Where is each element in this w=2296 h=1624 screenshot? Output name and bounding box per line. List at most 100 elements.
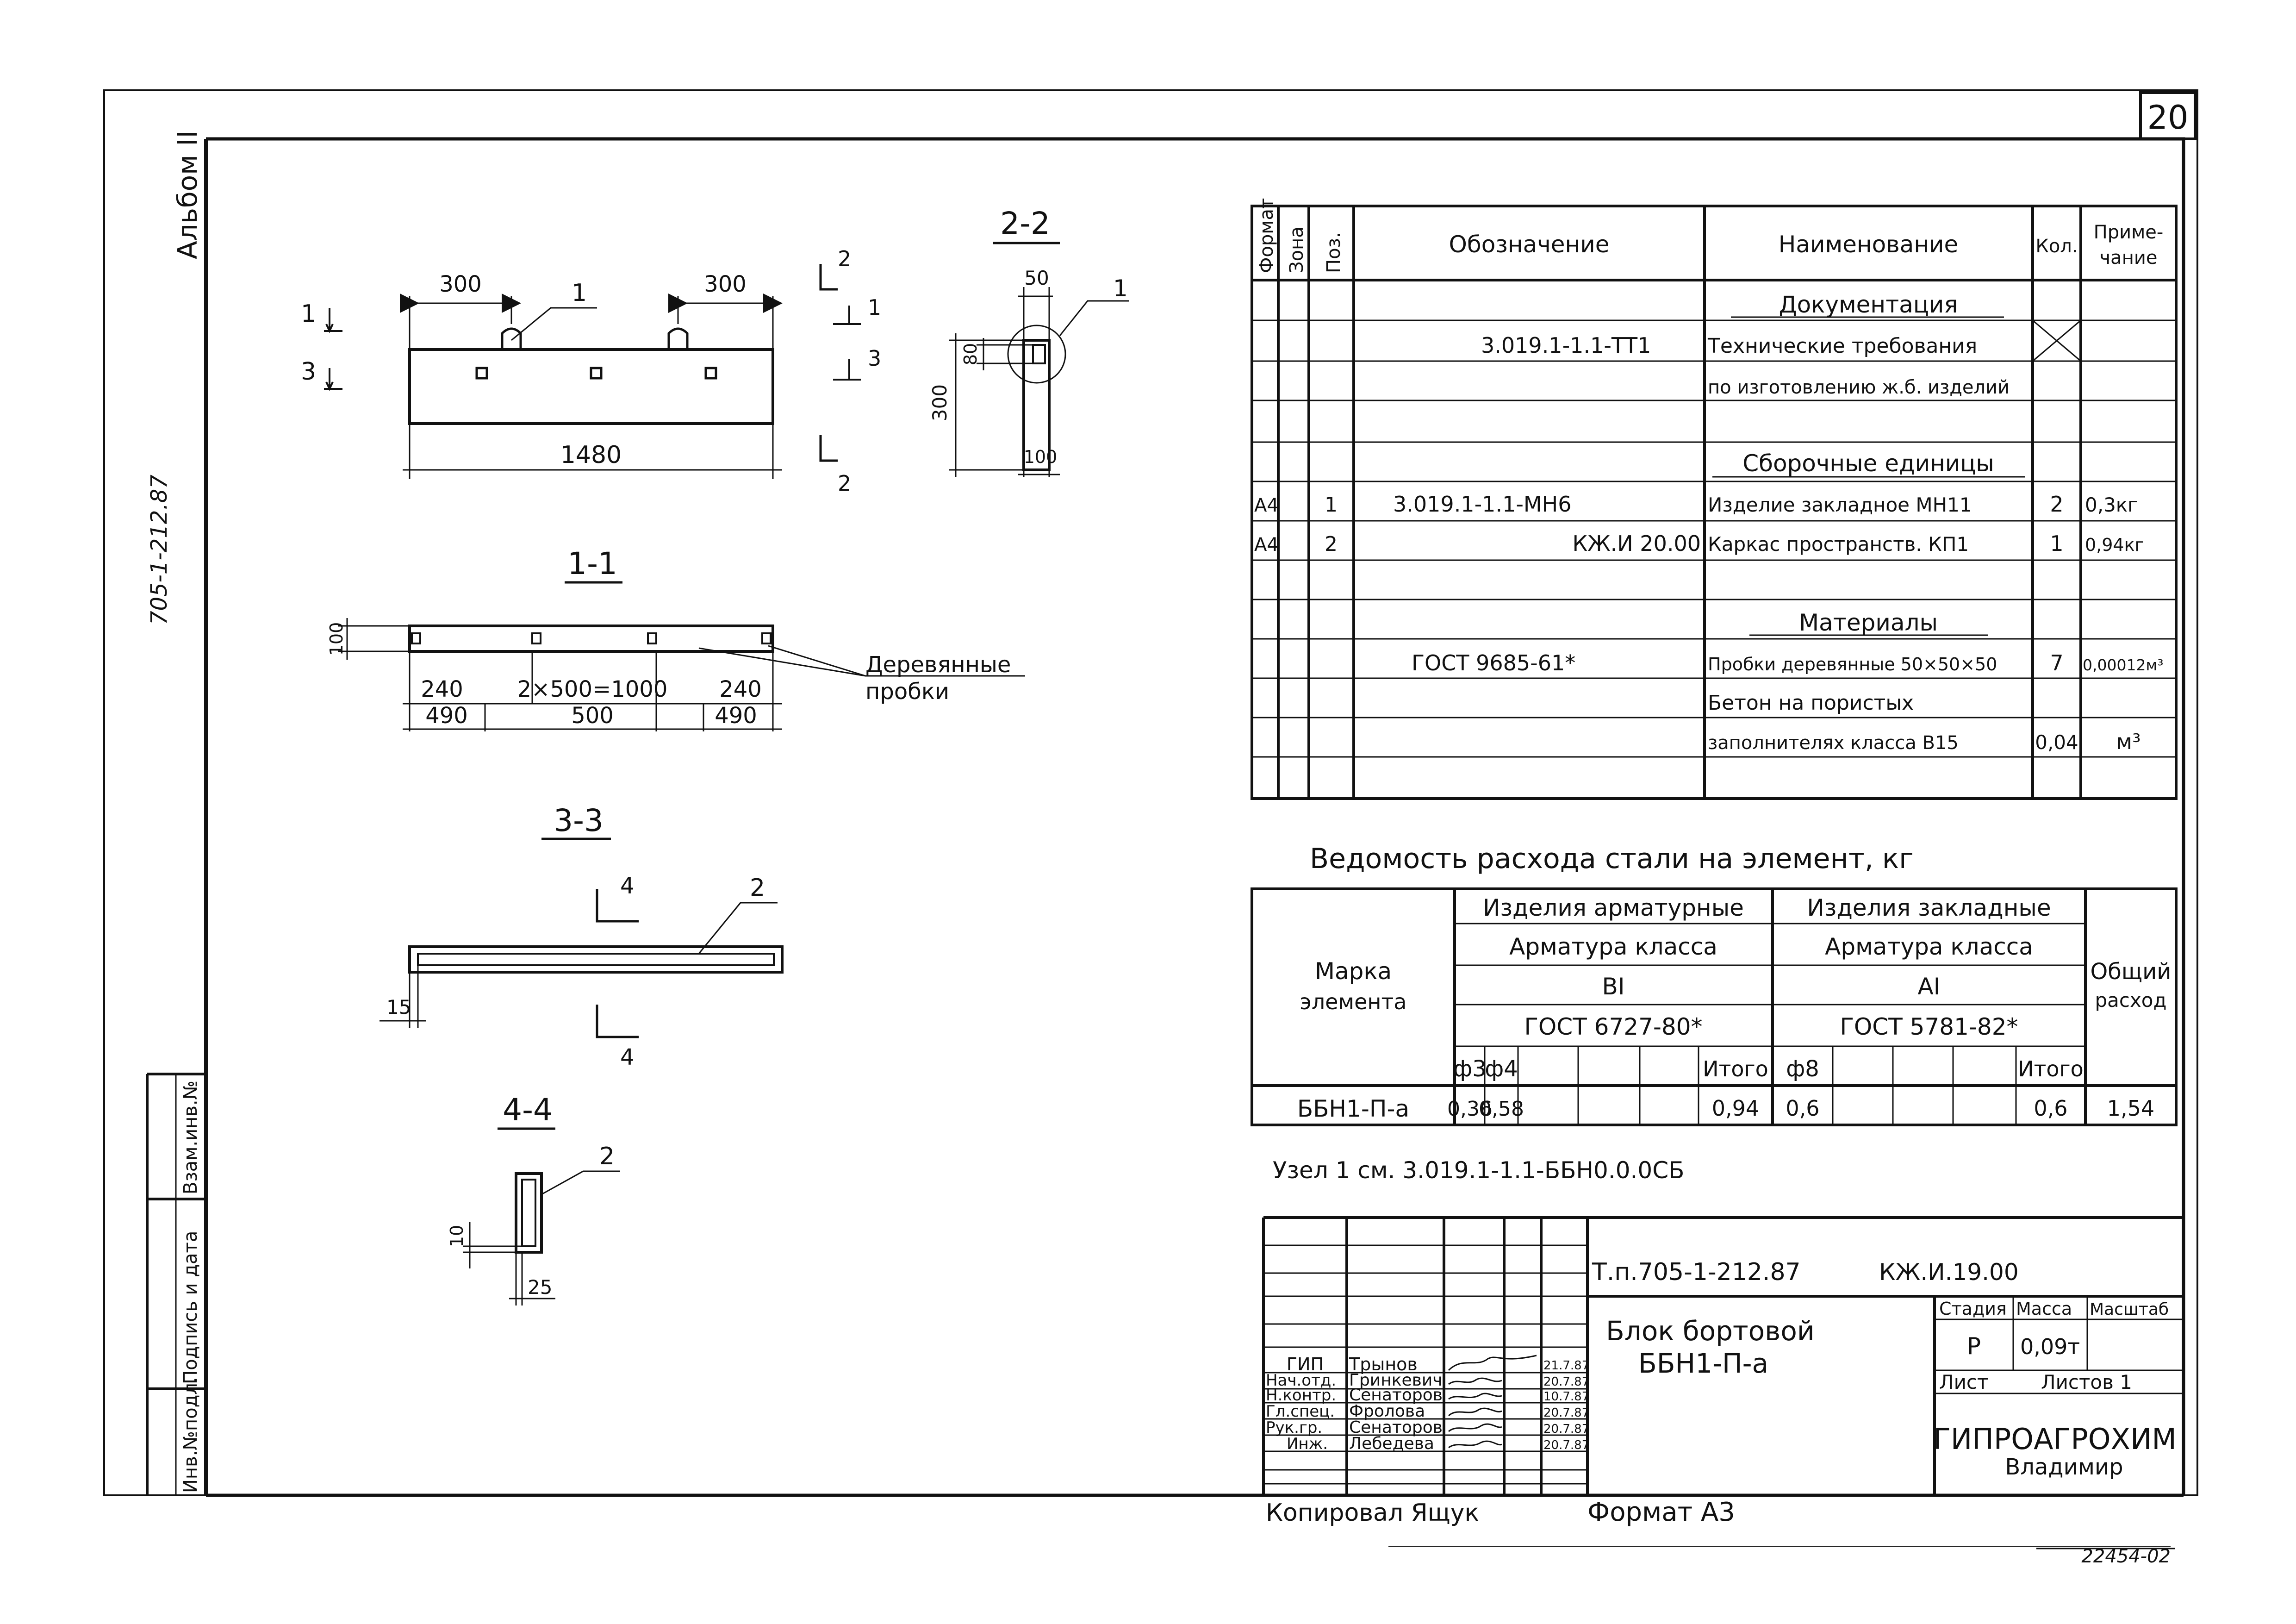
dim-500: 500 xyxy=(571,703,614,729)
total-header-2: расход xyxy=(2095,989,2166,1012)
leader-1-sec22: 1 xyxy=(1113,275,1128,302)
spec-header-pos: Поз. xyxy=(1323,232,1344,273)
steel-row-d8: 0,6 xyxy=(1786,1096,1819,1121)
album-label: Альбом II xyxy=(172,130,203,259)
dim-15: 15 xyxy=(386,996,411,1018)
steel-mark-header-2: элемента xyxy=(1300,989,1406,1014)
gost-bi: ГОСТ 6727-80* xyxy=(1524,1013,1702,1040)
cut-mark-4-bottom: 4 xyxy=(620,1044,635,1070)
tb-role: Н.контр. xyxy=(1266,1386,1336,1405)
tb-date: 20.7.87 xyxy=(1543,1406,1589,1420)
format-label: Формат А3 xyxy=(1587,1497,1735,1527)
spec-row-designation: ГОСТ 9685-61* xyxy=(1412,650,1575,675)
sheet-number: 20 xyxy=(2147,99,2188,137)
spec-row-name: Технические требования xyxy=(1707,334,1977,358)
steel-row-total: 1,54 xyxy=(2107,1096,2154,1121)
spec-header-name: Наименование xyxy=(1779,231,1959,258)
copied-by: Копировал Ящук xyxy=(1266,1499,1479,1527)
spec-row-note: 0,94кг xyxy=(2085,535,2144,555)
dim-80: 80 xyxy=(960,343,981,365)
dim-490-left: 490 xyxy=(425,703,468,729)
cut-mark-2-top: 2 xyxy=(838,246,851,271)
steel-row-itogo-b: 0,6 xyxy=(2034,1096,2067,1121)
dim-240-right: 240 xyxy=(719,676,762,702)
tb-sheets-header: Листов 1 xyxy=(2041,1371,2132,1393)
col-itogo-b: Итого xyxy=(2018,1056,2084,1081)
steel-row-d4: 0,58 xyxy=(1479,1097,1524,1121)
tb-date: 21.7.87 xyxy=(1543,1359,1589,1373)
col-d4: ф4 xyxy=(1485,1056,1518,1082)
spec-row-name: Документация xyxy=(1779,291,1958,318)
spec-row-note: 0,3кг xyxy=(2085,493,2138,516)
steel-row-itogo-a: 0,94 xyxy=(1712,1096,1759,1121)
tb-name-2: ББН1-П-а xyxy=(1638,1348,1768,1379)
embed-class-header: Арматура класса xyxy=(1825,933,2033,960)
cut-mark-4-top: 4 xyxy=(620,873,635,899)
gost-ai: ГОСТ 5781-82* xyxy=(1840,1013,2018,1040)
spec-row-qty: 0,04 xyxy=(2035,731,2078,754)
spec-header-zone: Зона xyxy=(1286,226,1307,273)
steel-row-mark: ББН1-П-а xyxy=(1297,1095,1409,1122)
tb-person: Лебедева xyxy=(1349,1434,1434,1453)
dim-25: 25 xyxy=(528,1276,552,1299)
reinf-products-header: Изделия арматурные xyxy=(1483,894,1744,921)
steel-row-d3: 0,36 xyxy=(1447,1097,1493,1121)
dim-240-left: 240 xyxy=(421,676,463,702)
reinf-class-header: Арматура класса xyxy=(1509,933,1717,960)
spec-row-qty: 7 xyxy=(2050,650,2063,675)
steel-mark-header-1: Марка xyxy=(1315,958,1392,985)
inv-replace-label: Взам.инв.№ xyxy=(180,1081,201,1194)
spec-row-name: по изготовлению ж.б. изделий xyxy=(1708,377,2010,398)
tb-org-1: ГИПРОАГРОХИМ xyxy=(1933,1422,2177,1456)
spec-row-name: Пробки деревянные 50×50×50 xyxy=(1708,654,1997,675)
level-mark-1: 1 xyxy=(301,300,316,328)
dim-100-sec22: 100 xyxy=(1024,447,1058,467)
dim-1480: 1480 xyxy=(560,441,622,469)
spec-header-format: Формат xyxy=(1256,198,1277,273)
embed-products-header: Изделия закладные xyxy=(1807,894,2051,921)
leader-1-elev: 1 xyxy=(572,279,587,307)
tb-role: Гл.спец. xyxy=(1266,1402,1335,1421)
spec-row-name: Бетон на пористых xyxy=(1708,691,1914,715)
spec-row-name: Материалы xyxy=(1799,609,1938,636)
level-mark-3-right: 3 xyxy=(868,346,881,371)
tb-person: Сенаторов xyxy=(1349,1418,1443,1437)
spec-row-pos: 1 xyxy=(1325,493,1338,517)
spec-row-note: м³ xyxy=(2116,729,2140,754)
section-3-3-title: 3-3 xyxy=(554,803,604,838)
spec-row-qty: 2 xyxy=(2050,492,2063,517)
col-itogo-a: Итого xyxy=(1703,1056,1768,1081)
dim-300-left: 300 xyxy=(439,271,482,297)
sheet-number-box: 20 xyxy=(2139,91,2196,140)
spec-header-qty: Кол. xyxy=(2035,236,2078,257)
dim-50: 50 xyxy=(1024,267,1049,289)
spec-row-name: Сборочные единицы xyxy=(1742,450,1994,477)
dim-490-right: 490 xyxy=(715,703,757,729)
title-block: Т.п.705-1-212.87 КЖ.И.19.00 Блок бортово… xyxy=(1262,1216,2184,1495)
total-header-1: Общий xyxy=(2091,959,2172,985)
plugs-label-1: Деревянные xyxy=(865,652,1011,678)
tb-code: Т.п.705-1-212.87 xyxy=(1592,1258,1801,1286)
tb-mass-header: Масса xyxy=(2016,1299,2072,1319)
tb-stage-header: Стадия xyxy=(1939,1299,2007,1319)
tb-scale-header: Масштаб xyxy=(2090,1300,2169,1319)
tb-role: ГИП xyxy=(1287,1354,1324,1374)
steel-consumption-table: Ведомость расхода стали на элемент, кг М… xyxy=(1251,843,2178,1184)
col-d3: ф3 xyxy=(1453,1056,1487,1082)
spec-row-name: Изделие закладное МН11 xyxy=(1708,493,1972,516)
plugs-label-2: пробки xyxy=(865,679,949,705)
tb-person: Сенаторов xyxy=(1349,1386,1443,1405)
spec-header-note-2: чание xyxy=(2100,247,2158,269)
dim-300-right: 300 xyxy=(704,271,747,297)
leader-2-sec33: 2 xyxy=(750,874,765,902)
tb-code2: КЖ.И.19.00 xyxy=(1879,1259,2019,1286)
section-4-4-title: 4-4 xyxy=(503,1092,553,1128)
spec-row-pos: 2 xyxy=(1325,532,1338,556)
col-d8: ф8 xyxy=(1786,1056,1819,1082)
section-4-4: 4-4 2 10 25 xyxy=(447,1092,620,1305)
cut-mark-2-bottom: 2 xyxy=(838,471,851,496)
tb-role: Рук.гр. xyxy=(1266,1418,1322,1437)
spec-row-name: заполнителях класса В15 xyxy=(1708,732,1959,754)
dim-2x500: 2×500=1000 xyxy=(517,676,668,702)
